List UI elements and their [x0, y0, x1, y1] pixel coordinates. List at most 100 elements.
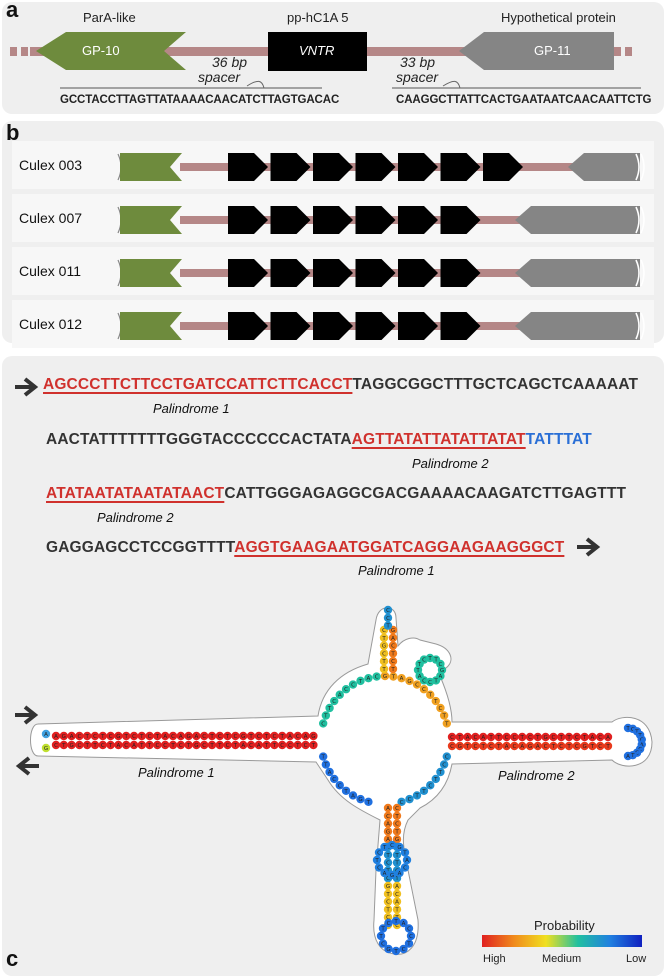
nucleotide-letter: G [386, 829, 390, 835]
nucleotide-dot [59, 740, 68, 750]
legend-high: High [483, 953, 506, 965]
gp10-gene-block [120, 153, 182, 181]
nucleotide-dot [580, 732, 589, 742]
nucleotide-dot [603, 741, 613, 751]
nucleotide-letter: C [338, 783, 342, 789]
nucleotide-letter: C [512, 744, 516, 750]
nucleotide-letter: T [566, 744, 571, 750]
nucleotide-letter: T [100, 734, 105, 740]
nucleotide-dot [330, 774, 339, 784]
nucleotide-dot [399, 944, 408, 954]
nucleotide-letter: G [386, 947, 390, 953]
nucleotide-letter: T [233, 743, 238, 749]
nucleotide-letter: A [418, 674, 422, 680]
nucleotide-letter: A [395, 884, 399, 890]
nucleotide-letter: A [481, 735, 485, 741]
nucleotide-dot [106, 731, 115, 741]
nucleotide-letter: T [566, 735, 571, 741]
nucleotide-dot [122, 731, 131, 741]
legend-low: Low [626, 953, 647, 965]
panel-c [2, 356, 664, 976]
nucleotide-letter: T [393, 949, 398, 955]
nucleotide-dot [114, 740, 123, 750]
nucleotide-dot [603, 732, 613, 742]
break-mark [635, 206, 645, 234]
nucleotide-letter: C [408, 797, 412, 803]
nucleotide-dot [455, 741, 464, 751]
nucleotide-letter: T [394, 861, 399, 867]
nucleotide-dot [557, 732, 566, 742]
nucleotide-letter: T [186, 743, 191, 749]
nucleotide-dot [278, 740, 287, 750]
nucleotide-letter: C [575, 744, 579, 750]
vntr-repeat-arrow [228, 206, 268, 234]
vntr-repeat-arrow [440, 312, 481, 340]
gp11-gene-block [515, 312, 640, 340]
nucleotide-letter: T [272, 743, 277, 749]
nucleotide-letter: C [473, 744, 477, 750]
nucleotide-letter: C [386, 876, 390, 882]
nucleotide-letter: C [395, 892, 399, 898]
nucleotide-dot [246, 731, 256, 741]
nucleotide-dot [383, 881, 393, 891]
right-dash-2 [625, 47, 632, 56]
sequence-line-1: AGCCCTTCTTCCTGATCCATTCTTCACCTTAGGCGGCTTT… [43, 376, 639, 393]
nucleotide-letter: C [559, 744, 563, 750]
nucleotide-dot [145, 731, 154, 741]
nucleotide-dot [75, 731, 84, 741]
nucleotide-letter: T [323, 762, 328, 768]
nucleotide-letter: C [598, 735, 602, 741]
sequence-line-3: ATATAATATAATATAACTCATTGGGAGAGGCGACGAAAAC… [46, 485, 627, 502]
nucleotide-dot [376, 931, 386, 941]
nucleotide-dot [426, 781, 435, 790]
nucleotide-letter: C [351, 683, 355, 689]
nucleotide-letter: C [598, 744, 602, 750]
nucleotide-dot [406, 931, 416, 941]
nucleotide-letter: T [634, 729, 639, 735]
nucleotide-letter: T [402, 851, 407, 857]
nucleotide-dot [405, 676, 414, 686]
nucleotide-letter: T [320, 755, 325, 761]
nucleotide-letter: C [226, 743, 230, 749]
nucleotide-dot [114, 731, 123, 741]
nucleotide-dot [388, 641, 398, 650]
nucleotide-dot [404, 924, 414, 933]
nucleotide-letter: C [386, 915, 390, 921]
nucleotide-letter: C [321, 721, 325, 727]
palindrome-label: Palindrome 1 [358, 563, 435, 578]
nucleotide-dot [525, 741, 535, 751]
nucleotide-dot [335, 781, 344, 790]
nucleotide-dot [106, 740, 115, 750]
nucleotide-letter: C [631, 727, 635, 733]
nucleotide-letter: T [427, 656, 432, 662]
nucleotide-dot [262, 731, 271, 741]
panel-a-label: a [6, 0, 19, 22]
nucleotide-dot [98, 740, 108, 750]
nucleotide-letter: C [386, 900, 390, 906]
nucleotide-dot [168, 731, 178, 741]
nucleotide-letter: A [536, 744, 540, 750]
nucleotide-letter: T [225, 734, 230, 740]
nucleotide-letter: G [582, 744, 586, 750]
nucleotide-dot [293, 740, 302, 750]
break-mark [635, 312, 645, 340]
vntr-repeat-arrow [355, 259, 396, 287]
nucleotide-letter: C [304, 743, 308, 749]
nucleotide-letter: C [332, 699, 336, 705]
nucleotide-letter: C [382, 628, 386, 634]
nucleotide-dot [129, 740, 139, 750]
vntr-repeat-arrow [228, 312, 268, 340]
nucleotide-dot [400, 848, 410, 857]
nucleotide-letter: A [400, 676, 404, 682]
nucleotide-dot [395, 868, 404, 878]
nucleotide-letter: C [101, 743, 105, 749]
nucleotide-dot [395, 842, 404, 852]
nucleotide-letter: A [44, 732, 48, 738]
nucleotide-dot [471, 732, 480, 742]
nucleotide-letter: T [488, 735, 493, 741]
nucleotide-letter: C [551, 735, 555, 741]
nucleotide-dot [200, 731, 209, 741]
nucleotide-letter: T [428, 693, 433, 699]
nucleotide-letter: C [124, 743, 128, 749]
nucleotide-dot [572, 741, 581, 751]
